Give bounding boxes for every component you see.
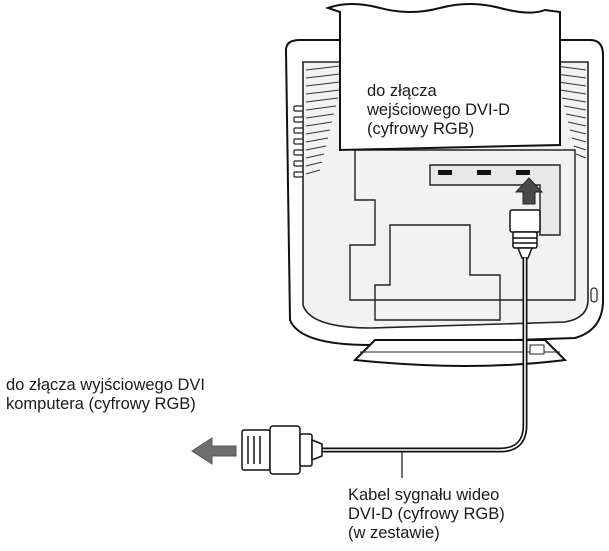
right-vent-hatching [555,65,587,159]
monitor-control-buttons [293,105,304,178]
monitor-screen-panel [324,3,561,152]
cable-line-3: (w zestawie) [348,524,440,542]
stand-base [352,339,568,367]
cable-line-2: DVI-D (cyfrowy RGB) [348,505,505,523]
port-slot-1 [438,170,452,175]
monitor-input-label: do złącza wejściowego DVI-D (cyfrowy RGB… [367,82,510,139]
monitor-input-line-2: wejściowego DVI-D [367,101,511,119]
stand-neck-outline [374,224,501,321]
kensington-slot [590,287,598,303]
stand-foot-right [529,344,545,355]
dvi-connector-computer-end [241,425,323,475]
port-slot-2 [477,170,491,175]
port-slot-dvi [516,170,530,175]
to-computer-arrow-icon [191,437,237,465]
left-vent-hatching [305,65,341,175]
computer-output-line-2: komputera (cyfrowy RGB) [6,395,196,413]
dvi-connector-monitor-end [509,209,541,259]
computer-output-label: do złącza wyjściowego DVI komputera (cyf… [6,376,205,414]
insert-arrow-icon [514,177,544,205]
monitor-input-line-1: do złącza [367,82,437,100]
cable-label: Kabel sygnału wideo DVI-D (cyfrowy RGB) … [348,486,505,543]
monitor-input-line-3: (cyfrowy RGB) [367,120,475,138]
cable-line-1: Kabel sygnału wideo [348,486,500,504]
computer-output-line-1: do złącza wyjściowego DVI [6,376,205,394]
rear-center-outline [349,149,576,301]
